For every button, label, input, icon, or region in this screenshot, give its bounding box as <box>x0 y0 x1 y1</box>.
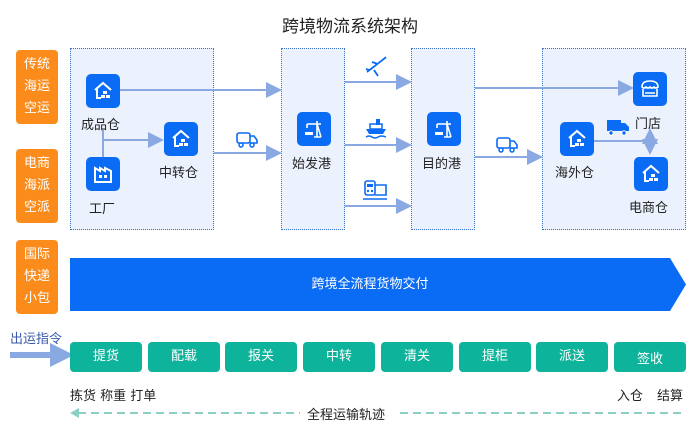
mode-line: 国际 <box>23 247 50 262</box>
overseas-warehouse-label: 海外仓 <box>555 166 595 181</box>
step-customs-declaration[interactable]: 报关 <box>225 342 297 372</box>
note-settlement: 结算 <box>657 389 684 404</box>
finished-warehouse-node[interactable] <box>86 74 120 108</box>
warehouse-icon <box>642 164 660 182</box>
overseas-warehouse-node[interactable] <box>560 122 594 156</box>
mode-line: 小包 <box>23 291 50 306</box>
ship-icon <box>365 119 387 139</box>
store-node[interactable] <box>633 72 667 106</box>
mode-line: 海运 <box>23 79 50 94</box>
train-icon <box>363 180 387 200</box>
crane-icon <box>435 121 452 138</box>
factory-node[interactable] <box>86 157 120 191</box>
mode-line: 电商 <box>23 156 50 171</box>
instruction-label: 出运指令 <box>10 332 63 347</box>
step-sign-off[interactable]: 签收 <box>614 342 686 372</box>
transfer-warehouse-node[interactable] <box>164 122 198 156</box>
destination-port-label: 目的港 <box>422 157 462 172</box>
page-title: 跨境物流系统架构 <box>282 17 418 37</box>
step-pickup[interactable]: 提货 <box>70 342 142 372</box>
ecommerce-warehouse-node[interactable] <box>634 157 668 191</box>
mode-line: 传统 <box>23 57 50 72</box>
transfer-warehouse-label: 中转仓 <box>159 166 199 181</box>
step-container-pickup[interactable]: 提柜 <box>459 342 531 372</box>
mode-line: 快递 <box>23 269 50 284</box>
step-stowage[interactable]: 配载 <box>148 342 220 372</box>
origin-port-label: 始发港 <box>292 157 332 172</box>
mode-tag-express: 国际 快递 小包 <box>16 240 58 314</box>
note-left: 拣货 称重 打单 <box>70 389 157 404</box>
note-inbound: 入仓 <box>617 389 644 404</box>
warehouse-icon <box>94 81 112 99</box>
step-transit[interactable]: 中转 <box>303 342 375 372</box>
step-customs-clearance[interactable]: 清关 <box>381 342 453 372</box>
delivery-band-label: 跨境全流程货物交付 <box>311 277 429 292</box>
store-icon <box>641 80 659 97</box>
truck-icon <box>607 120 629 136</box>
trace-label: 全程运输轨迹 <box>307 408 386 423</box>
truck-icon <box>496 137 518 153</box>
mode-line: 海派 <box>23 178 50 193</box>
mode-line: 空运 <box>23 101 50 116</box>
trace-arrowhead <box>70 408 79 418</box>
ecommerce-warehouse-label: 电商仓 <box>629 201 669 216</box>
finished-warehouse-label: 成品仓 <box>81 118 121 133</box>
factory-label: 工厂 <box>89 202 116 217</box>
warehouse-icon <box>172 129 190 147</box>
store-label: 门店 <box>635 117 662 132</box>
truck-icon <box>236 132 258 148</box>
mode-tag-ecommerce: 电商 海派 空派 <box>16 149 58 223</box>
destination-port-node[interactable] <box>427 112 461 146</box>
warehouse-icon <box>568 129 586 147</box>
origin-port-node[interactable] <box>297 112 331 146</box>
step-dispatch[interactable]: 派送 <box>536 342 608 372</box>
crane-icon <box>305 121 322 138</box>
mode-line: 空派 <box>23 200 50 215</box>
factory-icon <box>94 166 112 183</box>
plane-icon <box>365 56 387 77</box>
mode-tag-traditional: 传统 海运 空运 <box>16 50 58 124</box>
delivery-band <box>70 258 686 311</box>
